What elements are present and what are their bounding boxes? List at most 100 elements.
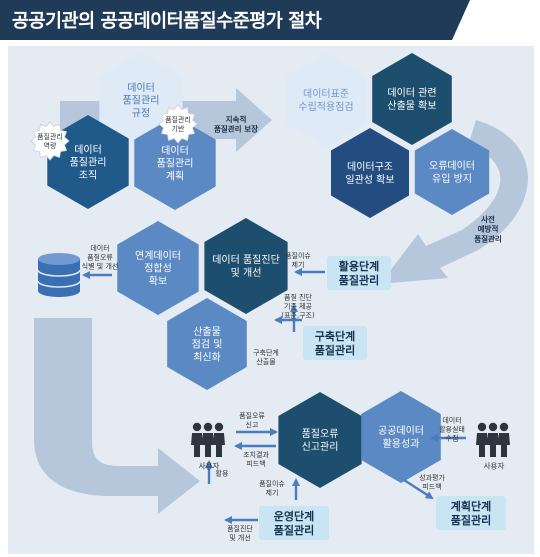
label-sustain-line-1: 지속적 [226,114,247,124]
hex-h1-label-line-2: 품질관리 [123,95,160,107]
label-db-note-line-1: 데이터 [90,244,109,253]
badge-s2-label-line-2: 기반 [172,124,185,133]
hex-h1-label-line-3: 규정 [132,107,150,119]
stage-st4-label-line-1: 계획단계 [451,499,491,513]
hex-h4-shape [285,53,367,147]
hex-h11-label-line-1: 품질오류 [302,428,339,440]
label-diag-improve-line-2: 및 개선 [229,533,251,542]
label-user-right: 사용자 [484,462,505,471]
stage-st2-label-line-1: 구축단계 [315,329,355,343]
badge-s1-star [30,121,70,161]
hex-h10-shape [167,298,247,390]
hex-h11-shape [278,392,362,488]
hex-h3-label-line-3: 계획 [166,170,184,182]
hex-h8-label-line-1: 연계데이터 [135,250,181,262]
hex-h2-label-line-3: 조직 [79,169,97,181]
user-body-3 [213,433,225,457]
hex-h5-label-line-2: 산출물 확보 [387,100,436,112]
hex-h3-shape [134,116,216,210]
hexagons: 데이터품질관리규정데이터품질관리조직데이터품질관리계획데이터표준수립적용점검데이… [47,52,490,488]
badge-s1-label-line-1: 품질관리 [37,132,63,141]
hex-h12-label-line-1: 공공데이터 [378,425,424,437]
database-icon [37,253,81,297]
user-head-2 [488,422,498,432]
user-body-2 [202,433,214,457]
label-usage-collect-line-1: 데이터 [442,416,461,425]
label-issue1-line-1: 품질이슈 [285,251,311,260]
label-db-note-line-2: 품질오류 [87,254,113,262]
stage-st2-label-line-2: 품질관리 [315,343,355,357]
label-preventive-line-3: 품질관리 [474,233,502,243]
hex-h9-label-line-2: 및 개선 [231,267,262,279]
hex-h10-label-line-3: 최신화 [193,351,221,363]
hex-h9-shape [204,218,288,314]
hex-h6-label-line-1: 데이터구조 [347,161,393,173]
stage-st1-label-line-2: 품질관리 [339,273,379,287]
hex-h6-shape [331,128,409,218]
user-body-1 [476,433,488,457]
label-db-note-line-3: 식별 및 개선 [82,262,119,271]
label-usage-collect-line-3: 수집 [446,434,459,443]
page-title: 공공기관의 공공데이터품질수준평가 절차 [12,11,322,32]
users-icon-left [191,422,225,457]
hex-h7-shape [414,129,490,215]
arrow-down-to-use [34,318,200,514]
hex-h1-label-line-1: 데이터 [127,82,155,94]
user-head-2 [203,422,213,432]
label-result-fb-line-1: 조치결과 [243,450,269,459]
label-err-report-line-1: 품질오류 [239,412,265,420]
hex-h4-label-line-1: 데이터표준 [303,88,349,100]
hex-h5-shape [372,53,452,145]
user-head-3 [214,422,224,432]
stage-st4-label-line-2: 품질관리 [451,513,491,527]
hex-h12-label-line-2: 활용성과 [383,437,420,450]
user-body-1 [191,433,203,457]
label-user-right-text: 사용자 [484,462,505,471]
hex-h12-shape [361,391,441,483]
hex-h3-label-line-1: 데이터 [161,145,189,157]
arrow-h12-to-stage4 [403,478,434,500]
stage-box-st4-bg [436,496,506,530]
label-usage-collect-line-2: 활용실태 [439,425,465,434]
user-head-1 [477,422,487,432]
user-head-3 [499,422,509,432]
stage-box-st2-bg [303,326,367,360]
hex-h8-shape [117,221,199,315]
hex-h6-label-line-2: 일관성 확보 [345,174,394,186]
label-build-line-1: 구축단계 [253,348,279,357]
label-use-text: 활용 [216,469,229,478]
hex-h4-label-line-2: 수립적용점검 [298,100,353,113]
label-diag-line-3: (표준,구조) [281,312,315,320]
label-use: 활용 [216,469,229,478]
hex-h2-shape [47,115,129,209]
badge-s2-star [158,104,198,144]
stage-st1-label-line-1: 활용단계 [339,259,379,273]
label-preventive-line-2: 예방적 [478,224,499,234]
user-body-2 [487,433,499,457]
hex-h7-label-line-2: 유입 방지 [432,172,472,185]
hex-h7-label-line-1: 오류데이터 [429,160,475,172]
stage-st3-label-line-1: 운영단계 [274,509,314,523]
users-icon-right [476,422,510,457]
